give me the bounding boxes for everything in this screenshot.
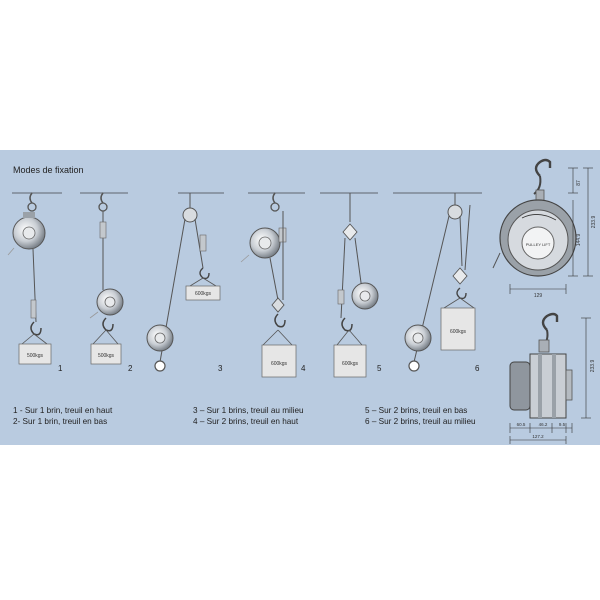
config-1: 500kgs xyxy=(7,192,52,365)
load-label-5: 600kgs xyxy=(342,361,359,367)
dim-side-b: 46.2 xyxy=(539,422,548,427)
diagram-title: Modes de fixation xyxy=(13,165,84,175)
side-view-drawing: 233.9 60.5 46.2 9.5 127.2 xyxy=(509,312,596,444)
load-label-1: 500kgs xyxy=(27,353,44,359)
config-number-3: 3 xyxy=(218,364,223,373)
caption-1: 1 - Sur 1 brin, treuil en haut xyxy=(13,406,113,415)
caption-6: 6 – Sur 2 brins, treuil au milieu xyxy=(365,417,476,426)
config-number-6: 6 xyxy=(475,364,480,373)
dim-side-c: 9.5 xyxy=(559,422,566,427)
caption-2: 2- Sur 1 brin, treuil en bas xyxy=(13,417,108,426)
dim-side-a: 60.5 xyxy=(517,422,526,427)
load-label-4: 600kgs xyxy=(271,361,288,367)
device-label: PULLEY LIFT xyxy=(526,242,551,247)
dim-total-height-front: 233.9 xyxy=(591,216,597,229)
config-4: 600kgs xyxy=(240,192,297,378)
dim-width-front: 129 xyxy=(534,293,543,299)
config-6: 600kgs xyxy=(404,193,476,372)
dim-body-height: 144.9 xyxy=(576,234,582,247)
config-number-1: 1 xyxy=(58,364,63,373)
config-2: 500kgs xyxy=(89,192,124,365)
config-number-5: 5 xyxy=(377,364,382,373)
caption-3: 3 – Sur 1 brins, treuil au milieu xyxy=(193,406,304,415)
config-number-2: 2 xyxy=(128,364,133,373)
front-view-drawing: PULLEY LIFT 87 233.9 144.9 129 xyxy=(492,158,597,299)
dim-top-hook: 87 xyxy=(576,180,582,186)
dim-side-total: 127.2 xyxy=(532,434,544,439)
config-number-4: 4 xyxy=(301,364,306,373)
load-label-6: 600kgs xyxy=(450,329,467,335)
caption-5: 5 – Sur 2 brins, treuil en bas xyxy=(365,406,468,415)
load-label-2: 500kgs xyxy=(98,353,115,359)
load-label-3: 600kgs xyxy=(195,291,212,297)
config-5: 600kgs xyxy=(333,193,379,378)
caption-4: 4 – Sur 2 brins, treuil en haut xyxy=(193,417,299,426)
config-3: 600kgs xyxy=(146,193,221,372)
dim-total-height-side: 233.9 xyxy=(590,360,596,373)
